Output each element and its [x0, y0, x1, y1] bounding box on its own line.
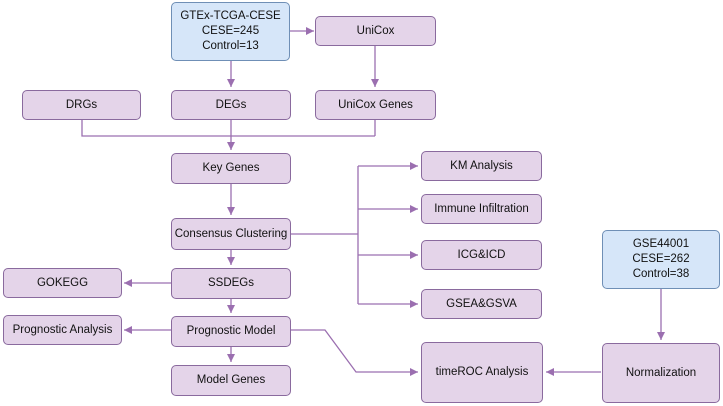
node-ssdegs: SSDEGs	[171, 268, 291, 299]
node-degs: DEGs	[171, 90, 291, 120]
node-timeroc-analysis: timeROC Analysis	[421, 342, 543, 403]
node-drgs-label: DRGs	[65, 98, 98, 111]
node-consensus-clustering-label: Consensus Clustering	[174, 227, 288, 240]
node-unicox: UniCox	[315, 16, 436, 46]
node-km-analysis: KM Analysis	[421, 151, 542, 181]
node-unicox-label: UniCox	[356, 24, 395, 37]
node-gtex-tcga-cese: GTEx-TCGA-CESE CESE=245 Control=13	[171, 2, 290, 61]
node-gse44001: GSE44001 CESE=262 Control=38	[602, 230, 720, 289]
edge-drgs-merge	[81, 120, 375, 137]
node-gtex-tcga-cese-line3: Control=13	[202, 40, 259, 52]
node-gtex-tcga-cese-line2: CESE=245	[201, 25, 260, 37]
node-unicox-genes: UniCox Genes	[315, 90, 436, 120]
edge-prog-model-to-timeroc	[291, 329, 418, 376]
node-prognostic-analysis: Prognostic Analysis	[3, 315, 122, 345]
node-degs-label: DEGs	[215, 98, 247, 111]
node-model-genes: Model Genes	[171, 365, 291, 396]
node-gse44001-line3: Control=38	[632, 268, 690, 280]
node-timeroc-analysis-label: timeROC Analysis	[435, 366, 529, 378]
node-icg-icd: ICG&ICD	[421, 240, 542, 270]
node-gtex-tcga-cese-line1: GTEx-TCGA-CESE	[180, 10, 281, 22]
node-unicox-genes-label: UniCox Genes	[338, 98, 413, 111]
node-gsea-gsva-label: GSEA&GSVA	[446, 297, 517, 310]
node-normalization: Normalization	[602, 343, 720, 403]
node-gokegg-label: GOKEGG	[36, 276, 89, 289]
node-gse44001-line1: GSE44001	[632, 238, 690, 250]
node-model-genes-label: Model Genes	[196, 374, 266, 386]
node-key-genes-label: Key Genes	[202, 162, 260, 174]
node-prognostic-analysis-label: Prognostic Analysis	[12, 323, 113, 336]
node-prognostic-model: Prognostic Model	[171, 316, 291, 347]
node-consensus-clustering: Consensus Clustering	[171, 218, 291, 250]
node-immune-infiltration-label: Immune Infiltration	[434, 202, 529, 215]
node-gokegg: GOKEGG	[3, 268, 122, 298]
node-icg-icd-label: ICG&ICD	[457, 248, 506, 261]
node-km-analysis-label: KM Analysis	[450, 159, 513, 172]
node-normalization-label: Normalization	[625, 366, 697, 379]
node-ssdegs-label: SSDEGs	[207, 277, 254, 289]
node-gsea-gsva: GSEA&GSVA	[421, 289, 542, 319]
node-key-genes: Key Genes	[171, 153, 291, 184]
node-immune-infiltration: Immune Infiltration	[421, 194, 542, 224]
node-prognostic-model-label: Prognostic Model	[186, 325, 276, 337]
node-drgs: DRGs	[22, 90, 141, 120]
node-gse44001-line2: CESE=262	[632, 253, 690, 265]
